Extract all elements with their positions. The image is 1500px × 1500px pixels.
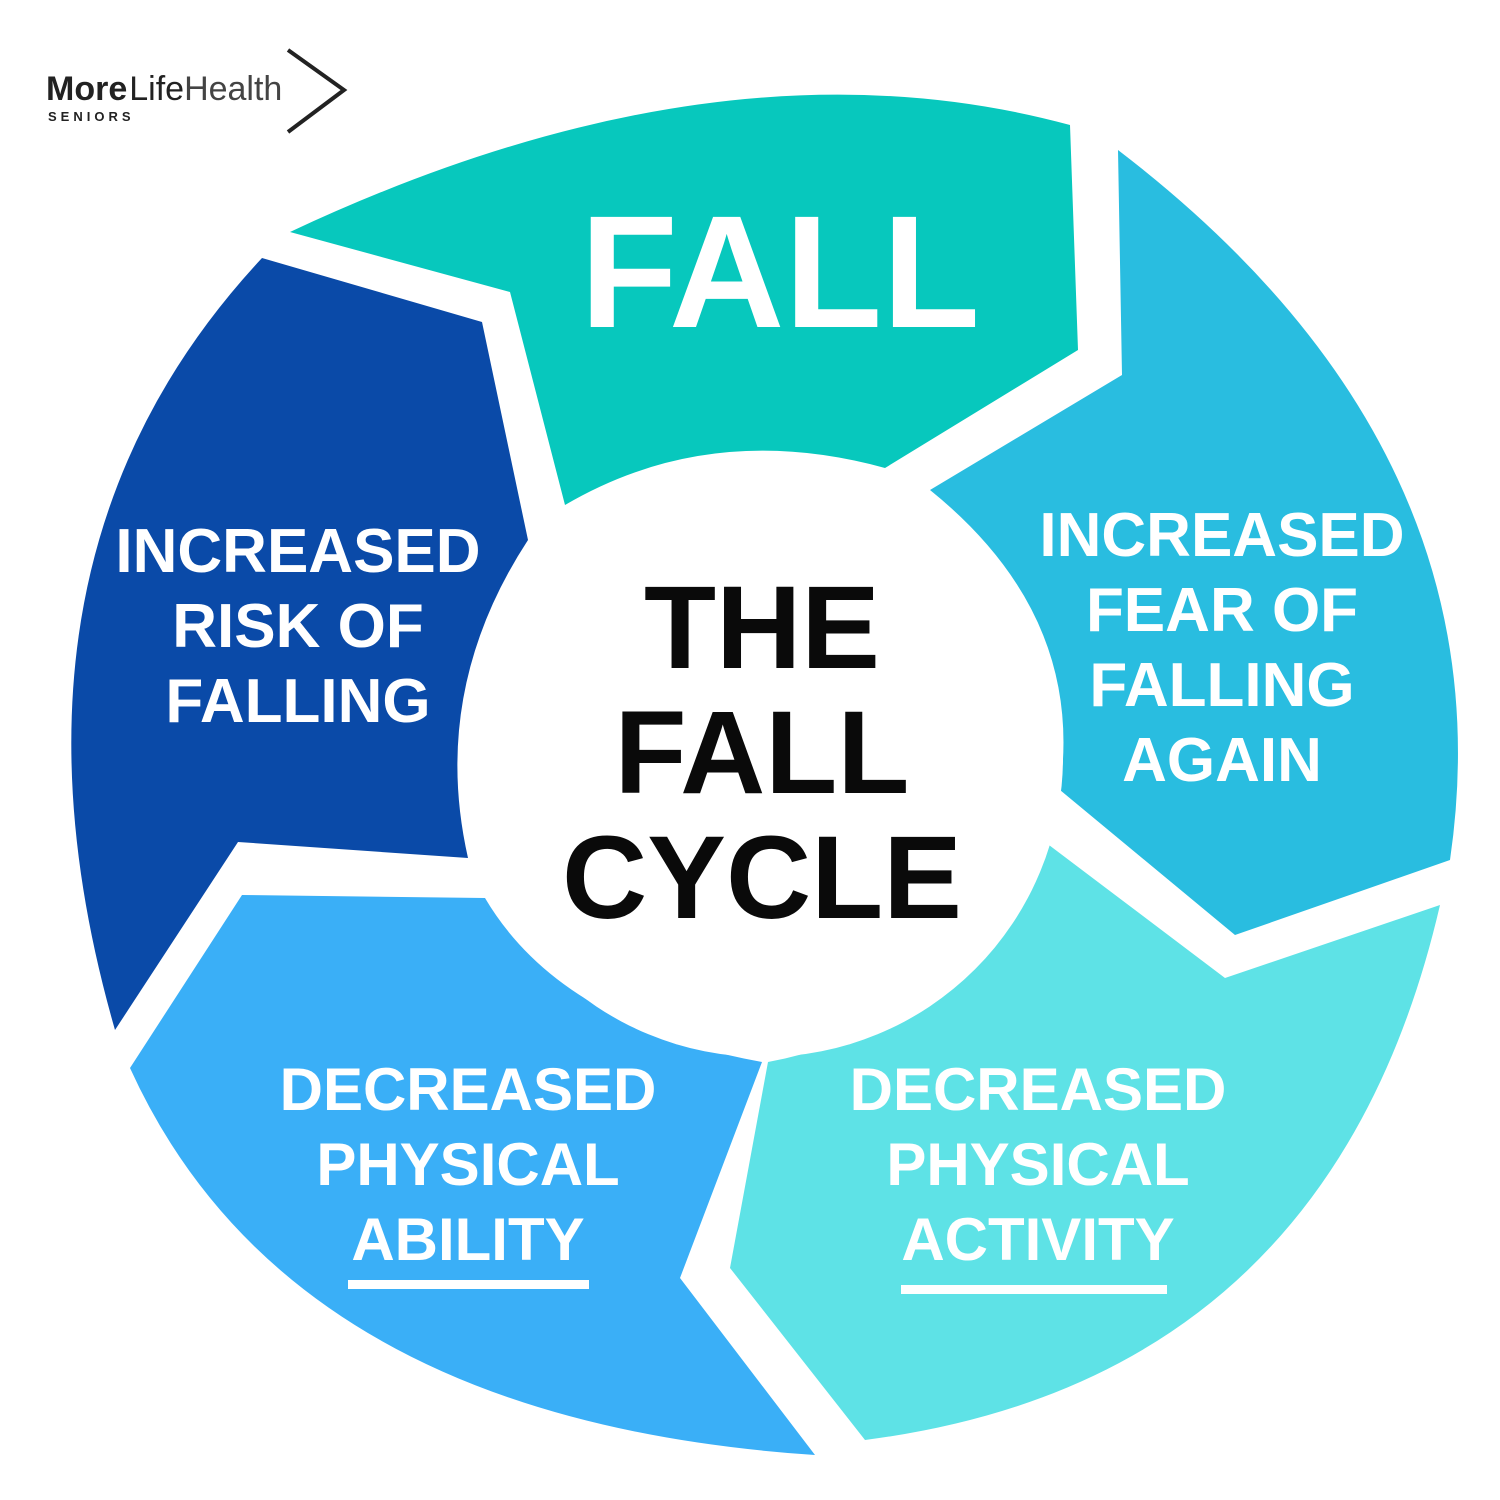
- segment-fall: [290, 94, 1078, 505]
- brand-name: MoreLifeHealth: [46, 70, 282, 108]
- label-risk: INCREASED RISK OF FALLING: [115, 517, 480, 736]
- label-fear: INCREASED FEAR OF FALLING AGAIN: [1039, 501, 1404, 795]
- label-fall: FALL: [580, 182, 980, 361]
- label-risk-line-1: INCREASED: [115, 517, 480, 586]
- label-ability-line-1: DECREASED: [280, 1056, 657, 1123]
- center-title: THE FALL CYCLE: [562, 562, 962, 944]
- brand-logo: MoreLifeHealth SENIORS: [46, 48, 348, 134]
- label-activity: DECREASED PHYSICAL ACTIVITY: [850, 1056, 1227, 1294]
- label-fear-line-1: INCREASED: [1039, 501, 1404, 570]
- center-line-2: FALL: [615, 687, 910, 819]
- label-risk-line-2: RISK OF: [172, 592, 423, 661]
- brand-name-life: Life: [129, 70, 184, 108]
- label-activity-line-3: ACTIVITY: [901, 1206, 1174, 1273]
- label-activity-underline: [901, 1285, 1167, 1294]
- label-ability-line-2: PHYSICAL: [316, 1131, 619, 1198]
- label-activity-line-2: PHYSICAL: [886, 1131, 1189, 1198]
- segment-risk: [71, 258, 528, 1030]
- label-fear-line-4: AGAIN: [1122, 726, 1322, 795]
- cycle-segments: [71, 94, 1458, 1455]
- center-line-1: THE: [644, 562, 880, 694]
- center-circle: [463, 457, 1063, 1057]
- label-fear-line-2: FEAR OF: [1086, 576, 1358, 645]
- label-fall-line-1: FALL: [580, 182, 980, 361]
- label-ability: DECREASED PHYSICAL ABILITY: [280, 1056, 657, 1289]
- brand-name-health: Health: [184, 70, 282, 108]
- brand-chevron-icon: [286, 48, 348, 134]
- segment-ability: [130, 895, 815, 1455]
- label-ability-line-3: ABILITY: [351, 1206, 584, 1273]
- center-line-3: CYCLE: [562, 812, 962, 944]
- label-risk-line-3: FALLING: [165, 667, 430, 736]
- label-fear-line-3: FALLING: [1089, 651, 1354, 720]
- brand-name-more: More: [46, 70, 127, 108]
- brand-sub: SENIORS: [48, 109, 135, 124]
- segment-fear: [930, 150, 1458, 935]
- label-ability-underline: [348, 1280, 589, 1289]
- label-activity-line-1: DECREASED: [850, 1056, 1227, 1123]
